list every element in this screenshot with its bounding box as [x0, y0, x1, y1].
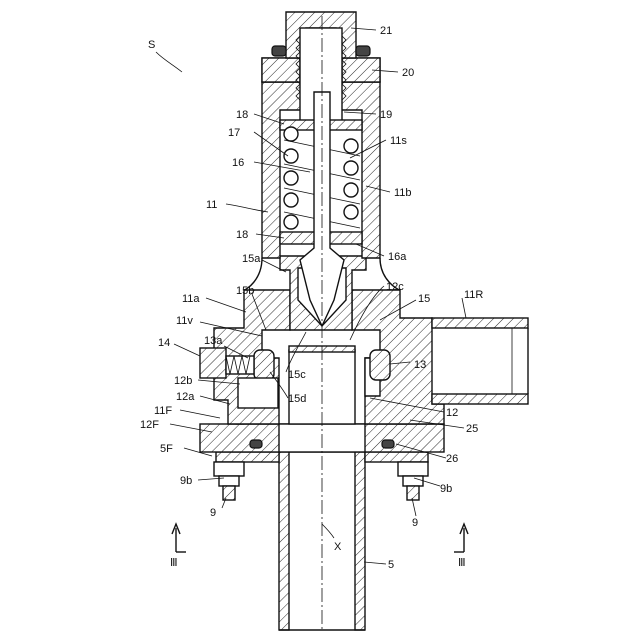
outlet-pipe-11R	[432, 318, 528, 404]
label-15b: 15b	[236, 285, 254, 297]
label-13: 13	[414, 359, 426, 371]
label-11s: 11s	[390, 135, 407, 147]
label-13a: 13a	[204, 335, 223, 347]
label-9b-left: 9b	[180, 475, 192, 487]
label-18-bottom: 18	[236, 229, 248, 241]
label-X: X	[334, 541, 342, 553]
label-11b: 11b	[394, 187, 412, 199]
section-label-right: Ⅲ	[458, 557, 466, 569]
label-11a: 11a	[182, 293, 200, 305]
label-5: 5	[388, 559, 394, 571]
label-18-top: 18	[236, 109, 248, 121]
label-15c: 15c	[288, 369, 306, 381]
label-9b-right: 9b	[440, 483, 452, 495]
label-25: 25	[466, 423, 478, 435]
label-17: 17	[228, 127, 240, 139]
section-mark-left	[172, 524, 186, 552]
label-5F: 5F	[160, 443, 173, 455]
section-mark-right	[454, 524, 468, 552]
bolt-9-left	[214, 462, 244, 500]
label-15d: 15d	[288, 393, 306, 405]
label-26: 26	[446, 453, 458, 465]
label-S: S	[148, 39, 155, 51]
label-11R: 11R	[464, 289, 483, 301]
label-14: 14	[158, 337, 170, 349]
label-16a: 16a	[388, 251, 407, 263]
section-label-left: Ⅲ	[170, 557, 178, 569]
label-21: 21	[380, 25, 392, 37]
label-12: 12	[446, 407, 458, 419]
label-16: 16	[232, 157, 244, 169]
label-9-left: 9	[210, 507, 216, 519]
label-12b: 12b	[174, 375, 192, 387]
label-12F: 12F	[140, 419, 159, 431]
label-12c: 12c	[386, 281, 404, 293]
label-15a: 15a	[242, 253, 261, 265]
label-9-right: 9	[412, 517, 418, 529]
label-15: 15	[418, 293, 430, 305]
label-12a: 12a	[176, 391, 195, 403]
label-20: 20	[402, 67, 414, 79]
label-19: 19	[380, 109, 392, 121]
label-11v: 11v	[176, 315, 193, 327]
label-11F: 11F	[154, 405, 172, 417]
label-11: 11	[206, 199, 217, 211]
